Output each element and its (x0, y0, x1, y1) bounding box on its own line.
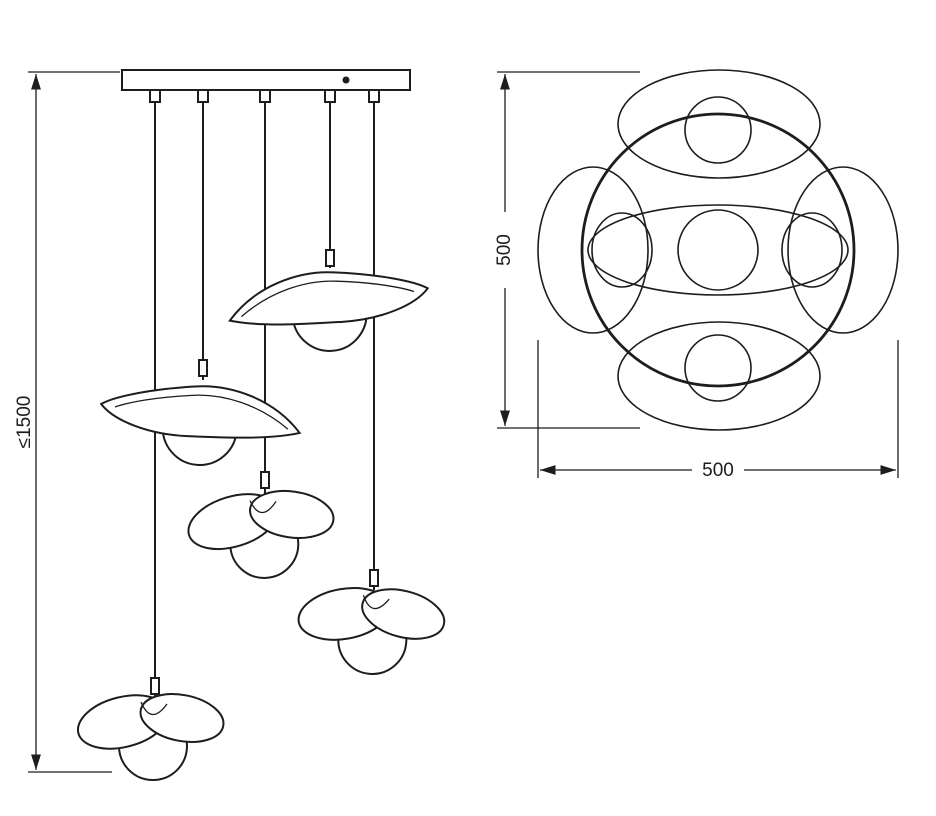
glass-globe-top (684, 96, 752, 164)
fixture-outline-circle (580, 112, 856, 388)
glass-globe-right (781, 212, 843, 288)
cord-hanger (324, 89, 336, 103)
side-view-dimension: ≤1500 (14, 71, 120, 773)
lampshade-3 (179, 479, 342, 584)
lampshade-2 (96, 377, 304, 473)
cord-hanger (149, 89, 161, 103)
lampshade-5 (71, 685, 229, 781)
lampshade-right-ellipse (787, 166, 899, 334)
glass-globe-bottom (684, 334, 752, 402)
ceiling-plate (121, 69, 411, 91)
top-view-dimensions: 500 500 (494, 71, 899, 481)
cord-hanger (368, 89, 380, 103)
lampshade-left-ellipse (537, 166, 649, 334)
height-dimension-label: ≤1500 (14, 396, 35, 449)
lampshade-middle-ellipse (587, 204, 849, 296)
side-view (71, 69, 452, 781)
horizontal-dimension-label: 500 (702, 460, 734, 481)
lampshade-1 (225, 262, 434, 361)
lampshade-top-ellipse (617, 69, 821, 179)
lampshade-4 (288, 574, 452, 681)
cord-connector (325, 249, 335, 267)
cord-connector (369, 569, 379, 587)
glass-globe-center (677, 209, 759, 291)
vertical-dimension-label: 500 (494, 234, 515, 266)
cord-hanger (197, 89, 209, 103)
cord-hanger (259, 89, 271, 103)
lampshade-bottom-ellipse (617, 321, 821, 431)
cord-connector (260, 471, 270, 489)
cord-connector (150, 677, 160, 695)
cord-connector (198, 359, 208, 377)
top-view (537, 69, 899, 431)
glass-globe-left (591, 212, 653, 288)
mounting-screw-dot (342, 76, 350, 84)
